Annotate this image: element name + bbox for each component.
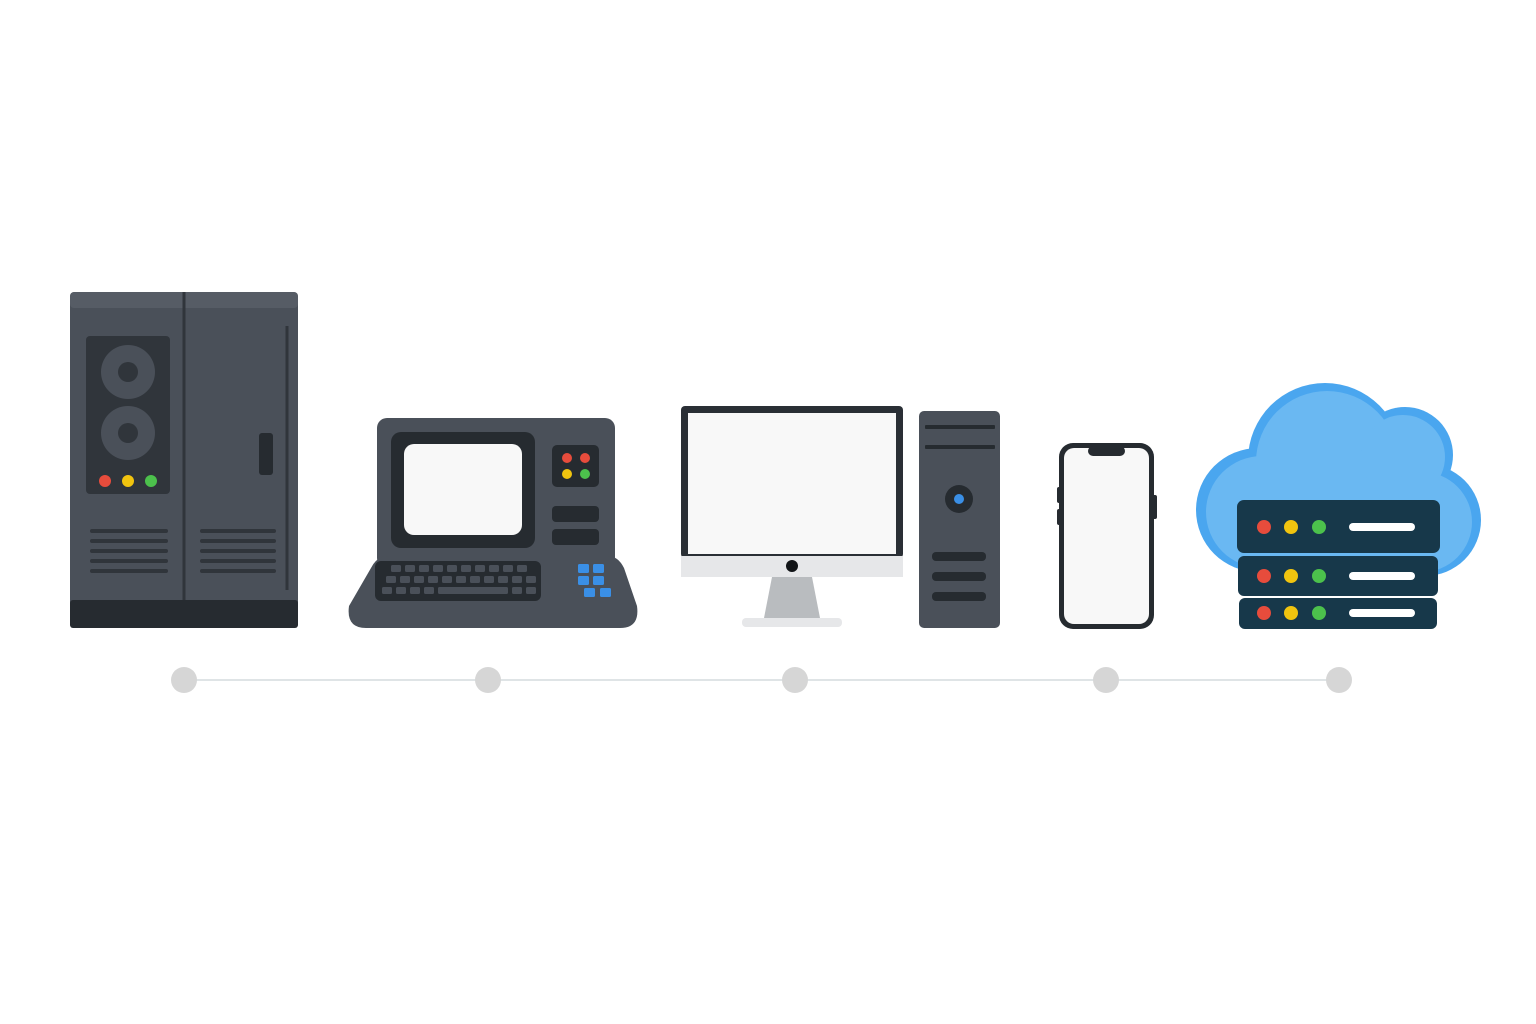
indicator-red-light <box>99 475 111 487</box>
indicator-green-light <box>1312 520 1326 534</box>
timeline-dot-smartphone <box>1093 667 1119 693</box>
mainframe-vent-left <box>90 529 168 573</box>
server-unit <box>1239 598 1437 629</box>
indicator-red-light <box>562 453 572 463</box>
indicator-yellow-light <box>1284 569 1298 583</box>
terminal-drive-slot <box>552 529 599 545</box>
timeline-dot-mainframe <box>171 667 197 693</box>
indicator-red-light <box>580 453 590 463</box>
monitor-screen <box>688 413 896 554</box>
indicator-yellow-light <box>1284 520 1298 534</box>
monitor-stand-base <box>742 618 842 627</box>
keyboard-keys <box>382 565 536 594</box>
mainframe-computer-icon <box>70 292 298 628</box>
monitor-icon <box>681 406 903 627</box>
indicator-green-light <box>1312 606 1326 620</box>
timeline <box>171 667 1352 693</box>
keypad-blue-keys <box>578 564 611 597</box>
tower-bay <box>925 425 995 429</box>
timeline-dot-terminal <box>475 667 501 693</box>
mainframe-door-handle <box>259 433 273 475</box>
indicator-red-light <box>1257 606 1271 620</box>
monitor-stand <box>764 577 820 618</box>
tower-bay <box>925 445 995 449</box>
server-unit <box>1237 500 1440 553</box>
timeline-dot-cloud <box>1326 667 1352 693</box>
indicator-green-light <box>1312 569 1326 583</box>
power-button-light <box>954 494 964 504</box>
cloud-icon <box>1196 383 1481 585</box>
mainframe-vent-right <box>200 529 276 573</box>
indicator-red-light <box>1257 520 1271 534</box>
phone-screen <box>1064 448 1149 624</box>
cloud-server-icon <box>1196 383 1481 629</box>
indicator-green-light <box>145 475 157 487</box>
terminal-light-panel <box>552 445 599 487</box>
monitor-logo <box>786 560 798 572</box>
tower-vent <box>932 552 986 561</box>
tower-vent <box>932 592 986 601</box>
tape-reel-top-hub <box>118 362 138 382</box>
indicator-yellow-light <box>562 469 572 479</box>
desktop-pc-icon <box>681 406 1000 628</box>
indicator-yellow-light <box>122 475 134 487</box>
desktop-tower-icon <box>919 411 1000 628</box>
retro-terminal-computer-icon <box>348 418 638 628</box>
terminal-drive-slot <box>552 506 599 522</box>
tower-vent <box>932 572 986 581</box>
server-unit <box>1238 556 1438 596</box>
indicator-yellow-light <box>1284 606 1298 620</box>
tape-reel-bottom-hub <box>118 423 138 443</box>
mainframe-base <box>70 600 298 628</box>
smartphone-icon <box>1057 443 1157 629</box>
phone-notch <box>1088 446 1125 456</box>
terminal-screen <box>404 444 522 535</box>
timeline-dot-desktop <box>782 667 808 693</box>
indicator-red-light <box>1257 569 1271 583</box>
indicator-green-light <box>580 469 590 479</box>
